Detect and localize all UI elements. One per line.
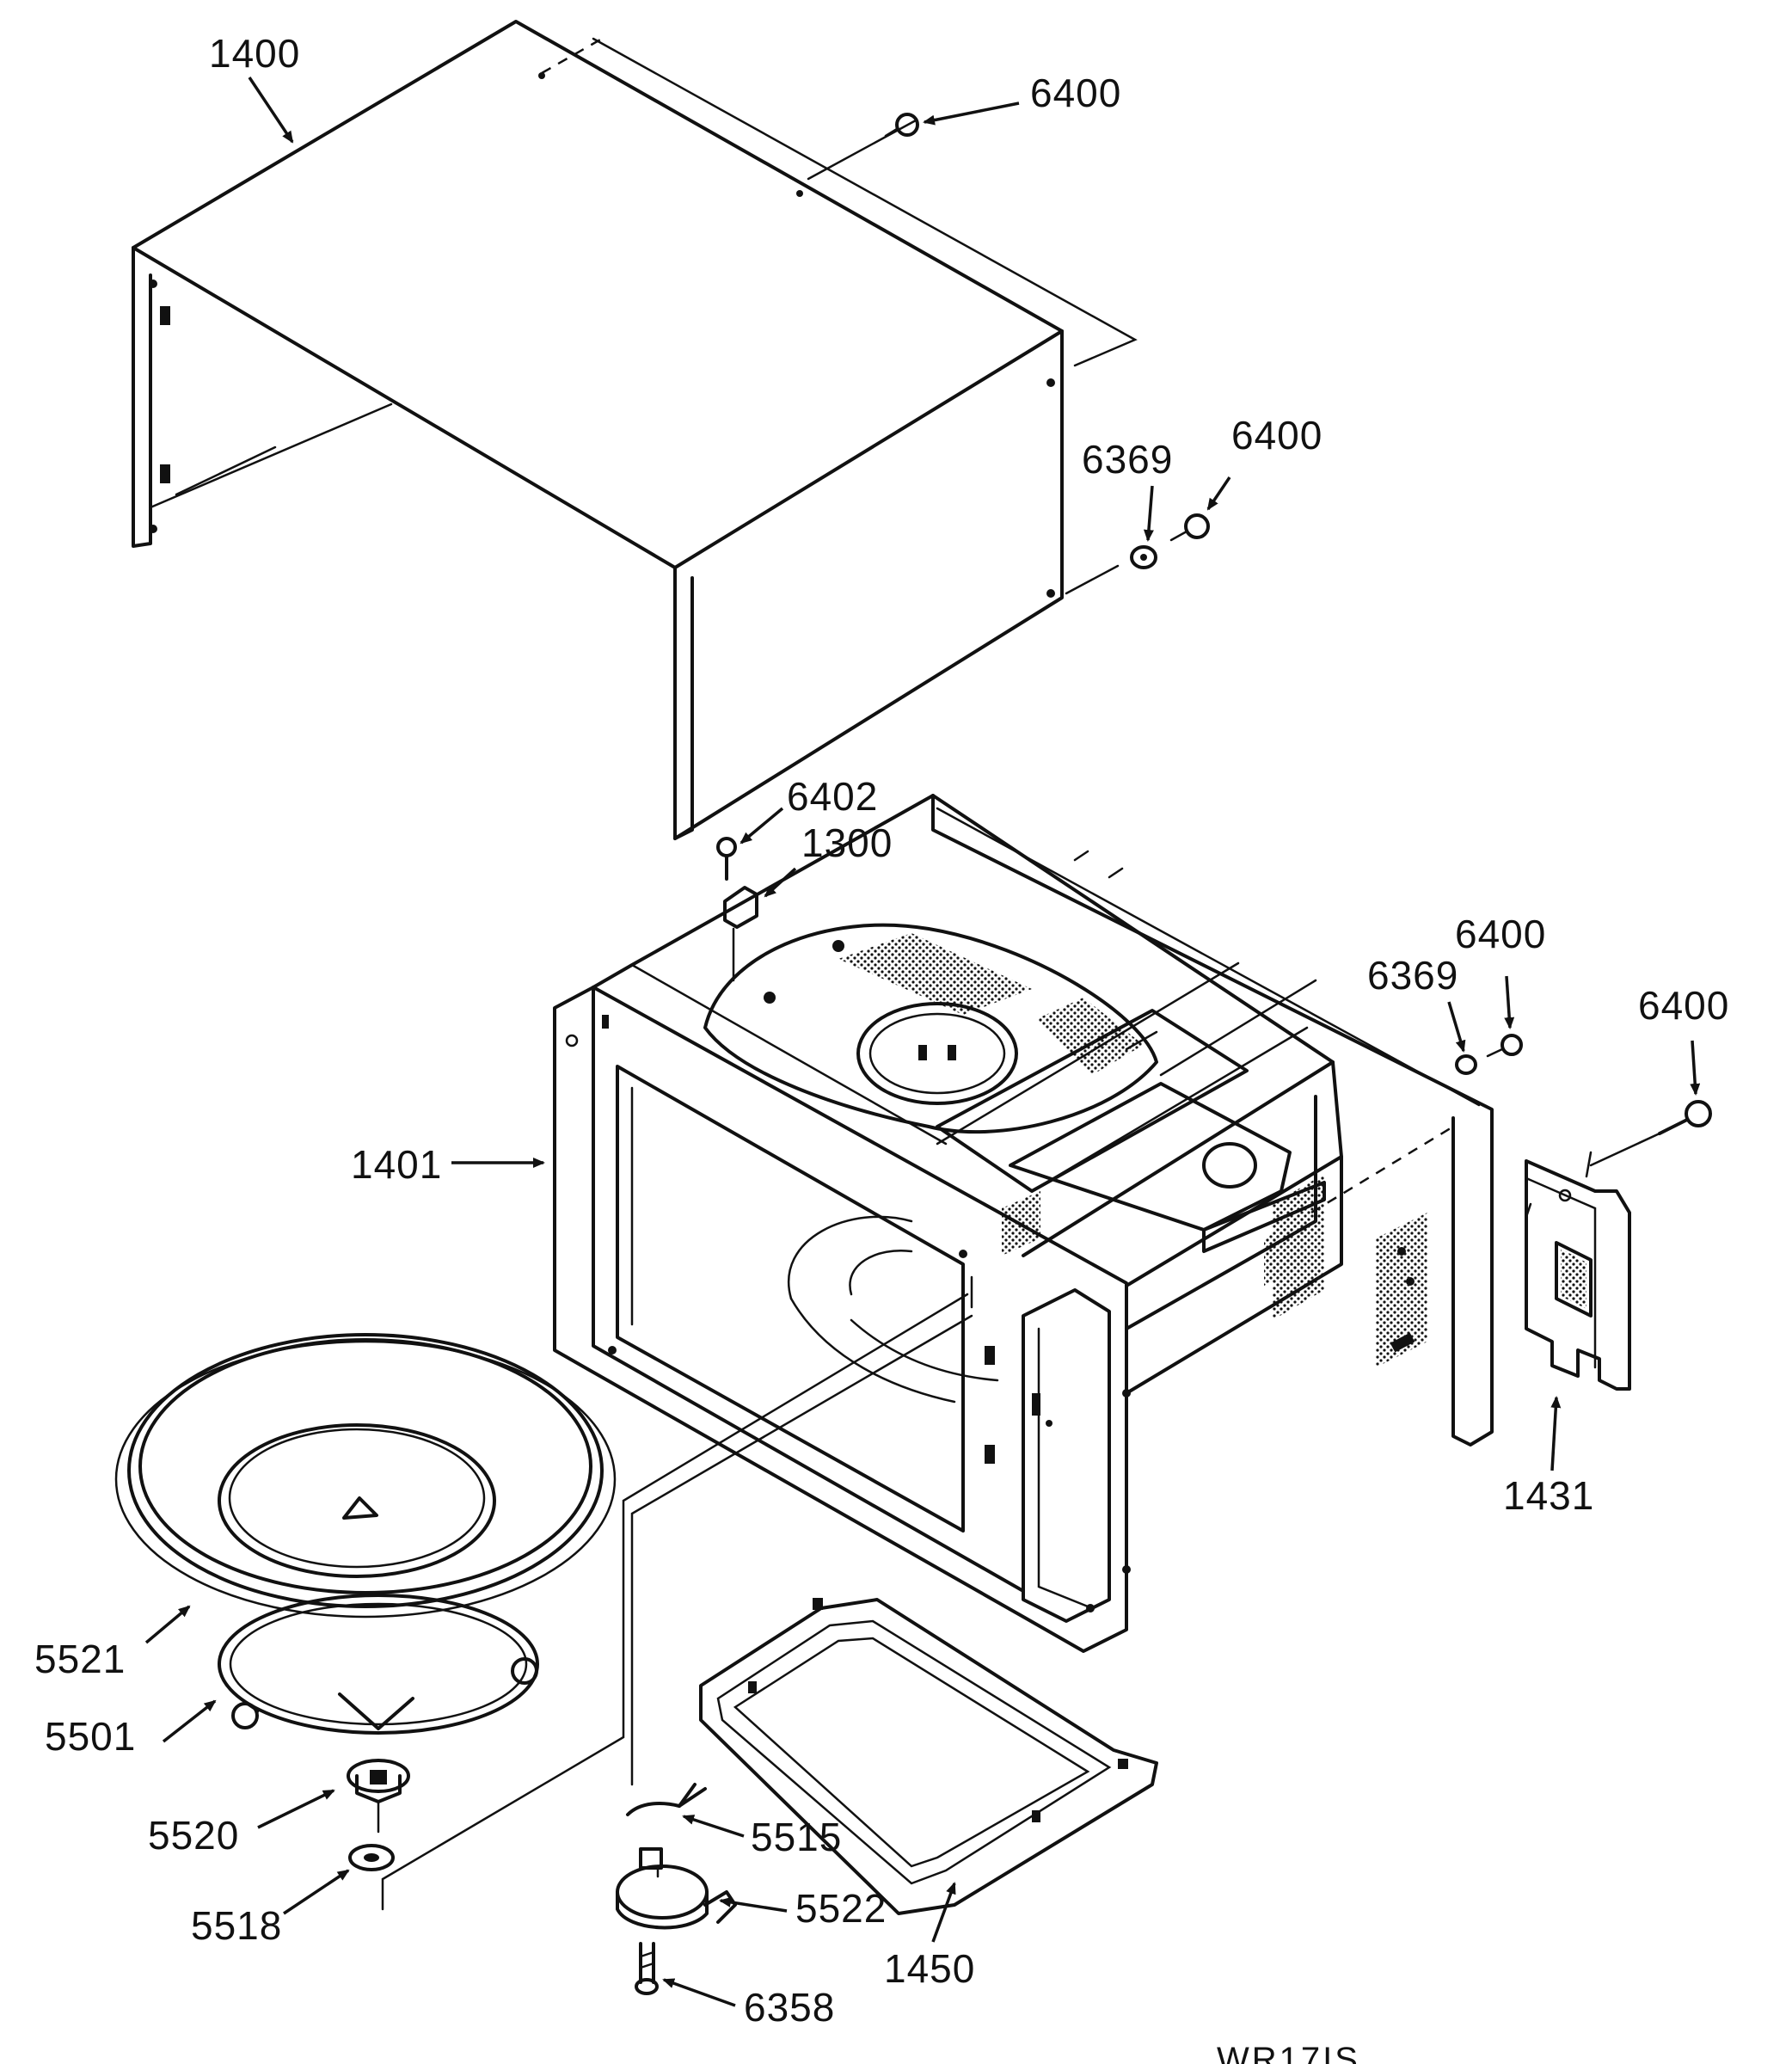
motor-mounting-screw bbox=[635, 1942, 659, 1995]
mounting-bracket bbox=[1525, 1151, 1631, 1391]
alignment-line-shaft bbox=[381, 1293, 969, 1911]
label-screw-6400-back-upper: 6400 bbox=[1455, 912, 1546, 956]
screw-6400-back-upper bbox=[1486, 1034, 1523, 1058]
label-cover-1400: 1400 bbox=[209, 31, 300, 76]
label-screw-6400-top: 6400 bbox=[1030, 71, 1121, 115]
screw-6402 bbox=[716, 837, 737, 881]
part-1300-clip bbox=[723, 886, 758, 982]
label-spring-5515: 5515 bbox=[751, 1815, 842, 1859]
screw-6400-back bbox=[1589, 1100, 1712, 1167]
drawing-code: WR17IS bbox=[1217, 2041, 1360, 2064]
alignment-line-back bbox=[1310, 1125, 1454, 1214]
washer-6369-back bbox=[1455, 1054, 1477, 1075]
turntable-motor bbox=[616, 1847, 737, 1930]
glass-turntable-tray bbox=[114, 1333, 617, 1619]
motor-spring bbox=[626, 1783, 707, 1816]
label-chassis-1401: 1401 bbox=[351, 1142, 442, 1187]
bottom-frame bbox=[699, 1598, 1158, 1915]
label-screw-6402: 6402 bbox=[787, 774, 878, 819]
label-washer-6369-back: 6369 bbox=[1367, 953, 1458, 998]
roller-ring bbox=[218, 1594, 539, 1735]
label-part-1300: 1300 bbox=[801, 820, 893, 865]
label-bottom-frame-1450: 1450 bbox=[884, 1946, 975, 1991]
label-washer-5518: 5518 bbox=[191, 1903, 282, 1948]
alignment-line-cover bbox=[936, 961, 1240, 1146]
outer-cabinet-cover bbox=[132, 20, 1138, 840]
small-washer bbox=[348, 1844, 395, 1871]
label-washer-6369-right: 6369 bbox=[1082, 437, 1173, 482]
label-tray-5521: 5521 bbox=[34, 1637, 126, 1681]
label-screw-6400-back: 6400 bbox=[1638, 983, 1729, 1028]
screw-6400-top bbox=[884, 113, 919, 138]
leader-arrows bbox=[144, 77, 1701, 2007]
label-coupler-5520: 5520 bbox=[148, 1813, 239, 1858]
washer-6369-right bbox=[1130, 545, 1157, 569]
drive-coupler bbox=[347, 1759, 410, 1834]
chassis-assembly bbox=[553, 794, 1494, 1653]
label-roller-ring-5501: 5501 bbox=[45, 1714, 136, 1759]
label-screw-6400-right: 6400 bbox=[1231, 413, 1323, 458]
label-bracket-1431: 1431 bbox=[1503, 1473, 1594, 1518]
label-screw-6358: 6358 bbox=[744, 1985, 835, 2030]
screw-6400-right bbox=[1169, 513, 1210, 542]
label-motor-5522: 5522 bbox=[795, 1886, 887, 1931]
